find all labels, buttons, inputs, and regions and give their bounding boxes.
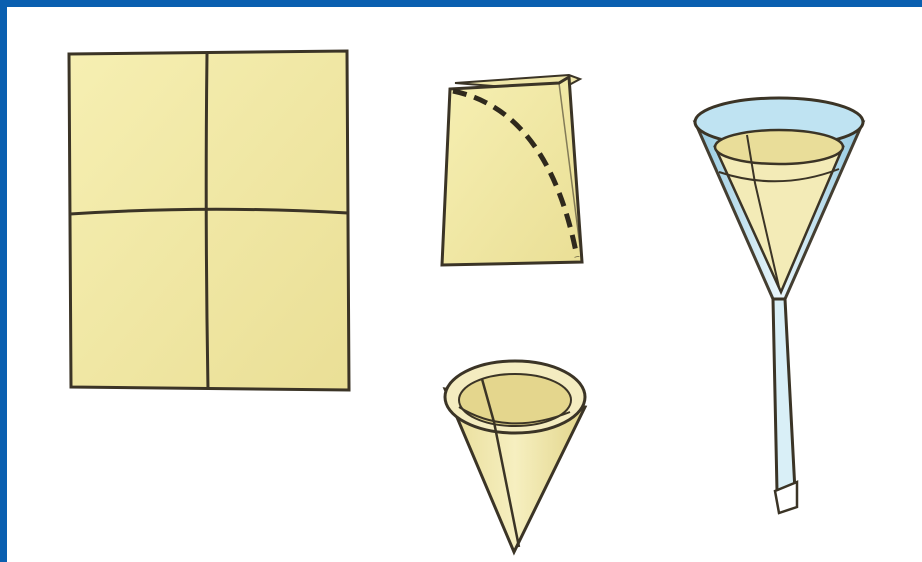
vertical-fold-line	[206, 54, 208, 389]
funnel-stem	[773, 299, 795, 491]
filter-folding-diagram	[7, 7, 922, 562]
illustration-panel	[7, 7, 922, 562]
paper-cone-filter	[445, 361, 585, 552]
square-paper-sheet	[69, 51, 349, 390]
filter-paper-in-funnel	[715, 147, 843, 292]
folded-quarter-paper	[442, 75, 582, 265]
glass-funnel	[695, 98, 863, 513]
